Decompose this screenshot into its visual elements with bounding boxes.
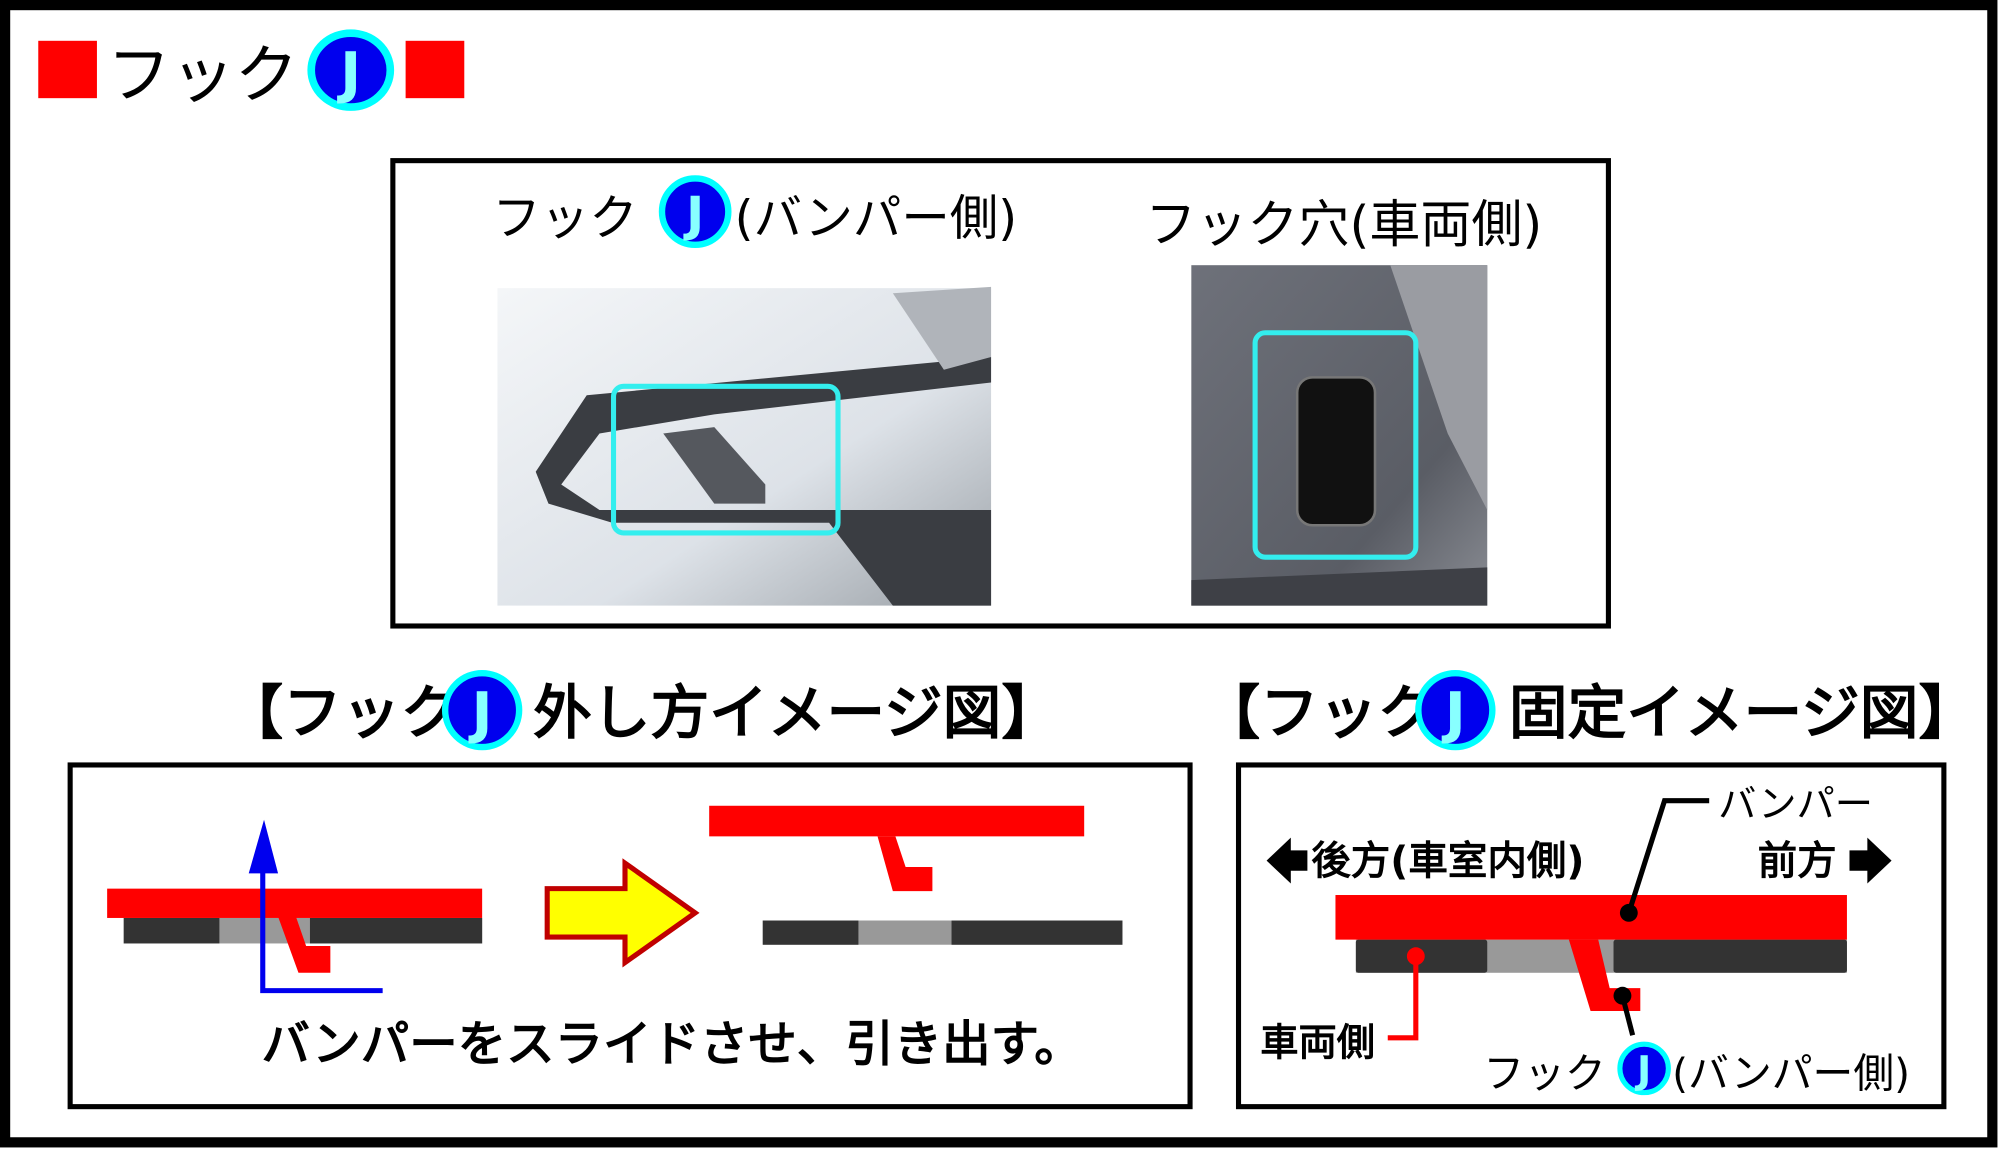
front-label: 前方	[1758, 839, 1837, 885]
heading-text: 外し方イメージ図】	[533, 679, 1060, 747]
slide-pull-arrow-icon	[260, 866, 383, 994]
photo-frame	[390, 158, 1611, 629]
red-square-icon	[38, 40, 97, 99]
arrow-up-icon	[248, 819, 279, 874]
hook-photo	[497, 286, 992, 606]
leader-line	[1387, 956, 1419, 1041]
leader-line	[1626, 798, 1710, 914]
hook-hole-photo	[1191, 265, 1488, 606]
hook-shape	[877, 836, 933, 892]
j-badge-icon	[1415, 669, 1496, 751]
badge-letter: J	[1634, 1049, 1651, 1094]
badge-letter: J	[683, 187, 704, 243]
bumper-bar	[709, 805, 1085, 837]
right-photo-label: フック穴(車両側)	[1145, 196, 1542, 255]
j-badge-icon	[658, 175, 732, 248]
j-badge-icon	[1617, 1041, 1671, 1096]
label-suffix: (バンパー側)	[735, 191, 1017, 247]
heading-text: 【フック	[224, 679, 459, 747]
hook-label: フック	[1483, 1050, 1605, 1098]
removal-heading: 【フック J 外し方イメージ図】	[224, 669, 1060, 751]
red-square-icon	[405, 40, 465, 99]
arrow-left-icon	[1266, 837, 1308, 884]
heading-text: 固定イメージ図】	[1509, 679, 1977, 747]
label-text: フック	[492, 191, 637, 247]
hook-shape	[278, 916, 331, 973]
rear-label: 後方(車室内側)	[1311, 839, 1584, 885]
bumper-label: バンパー	[1718, 782, 1873, 827]
heading-text: 【フック	[1202, 679, 1437, 747]
title-text: フック	[107, 39, 298, 113]
hook-suffix: (バンパー側)	[1672, 1050, 1910, 1098]
left-photo-label: フック J (バンパー側)	[492, 175, 1017, 248]
arrow-right-icon	[1849, 837, 1892, 884]
bumper-bar	[1335, 895, 1847, 940]
removal-caption: バンパーをスライドさせ、引き出す。	[261, 1017, 1082, 1073]
title: フック J	[38, 29, 465, 113]
fixing-heading: 【フック J 固定イメージ図】	[1202, 669, 1977, 751]
badge-letter: J	[1441, 681, 1466, 746]
highlight-box	[610, 383, 841, 536]
highlight-box	[1252, 330, 1419, 560]
j-badge-icon: J	[307, 29, 395, 111]
j-badge-icon	[441, 669, 523, 751]
badge-letter: J	[336, 41, 361, 106]
badge-letter: J	[468, 681, 493, 746]
vehicle-label: 車両側	[1260, 1021, 1375, 1066]
fixing-diagram: 後方(車室内側) 前方 バンパー 車両側 フック J (バンパー側)	[1235, 762, 1947, 1110]
arrow-right-icon	[544, 858, 700, 968]
removal-diagram: バンパーをスライドさせ、引き出す。	[67, 762, 1193, 1110]
bumper-bar	[107, 888, 483, 918]
